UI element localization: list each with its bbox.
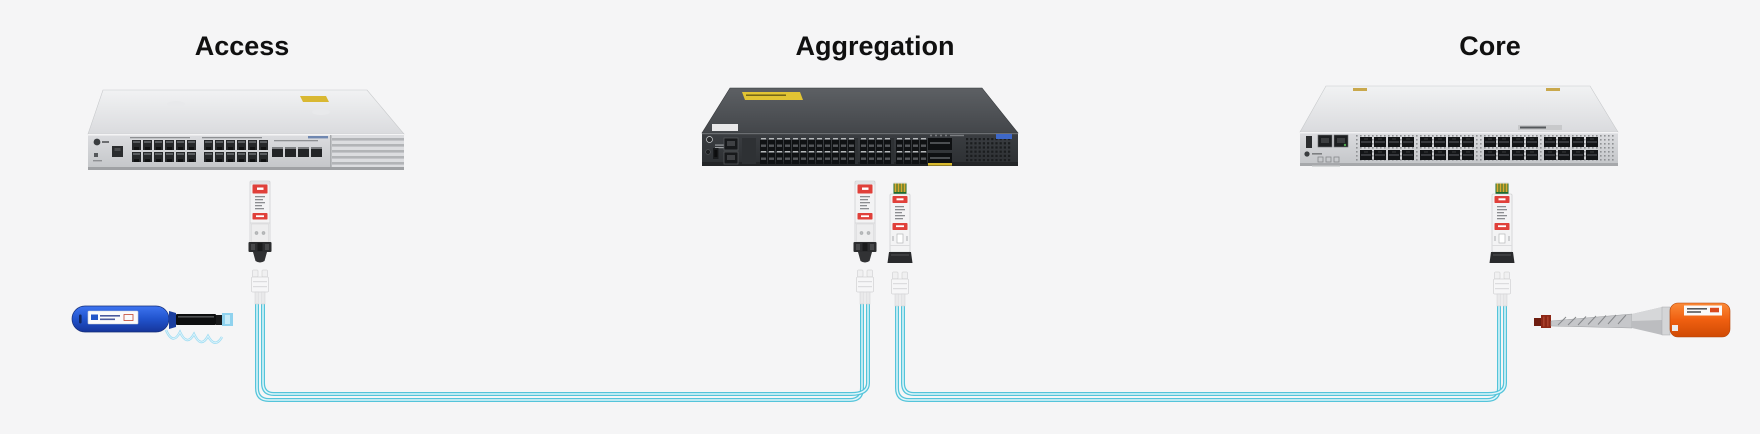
fs-logo <box>706 136 713 143</box>
fiber-cable-access-aggregation <box>255 300 870 402</box>
aggregation-layer-label: Aggregation <box>796 31 955 61</box>
core-layer-label: Core <box>1459 31 1521 61</box>
cleaner-orange-tip <box>1534 318 1541 326</box>
aggregation-sfp-ports <box>760 138 927 164</box>
console-port <box>112 146 123 157</box>
access-layer-label: Access <box>195 31 290 61</box>
usb-port <box>1306 136 1312 148</box>
aggregation-qsfp-ports <box>928 138 952 166</box>
lc-connector <box>891 271 909 307</box>
fiber-cable-aggregation-core <box>895 302 1507 402</box>
aggregation-switch-top-label <box>742 92 803 100</box>
access-model-text <box>308 136 328 139</box>
aggregation-transceiver-left <box>853 180 877 263</box>
core-mgmt-zone <box>1304 134 1349 167</box>
core-transceiver <box>1489 181 1515 264</box>
access-switch-vent-fins <box>330 135 404 167</box>
lc-connector <box>856 269 874 305</box>
core-switch <box>1299 85 1619 167</box>
fs-logo <box>93 138 101 146</box>
fs-logo <box>1304 151 1310 157</box>
lc-connector <box>251 269 269 305</box>
access-sfp-uplink-ports <box>272 140 322 157</box>
cleaner-blue-barrel <box>176 314 216 325</box>
access-transceiver <box>248 180 272 263</box>
access-switch-top-label <box>300 96 329 102</box>
fiber-cleaner-orange <box>1534 302 1731 338</box>
lc-connector <box>1493 271 1511 307</box>
core-model-text <box>1520 126 1546 129</box>
aggregation-barcode-label <box>712 124 738 131</box>
aggregation-led-row <box>930 134 964 137</box>
aggregation-model-badge <box>996 134 1012 139</box>
aggregation-transceiver-right <box>887 181 913 264</box>
cleaner-orange-label <box>1684 305 1722 316</box>
access-switch <box>87 89 405 170</box>
aggregation-vent-grid <box>966 138 1011 162</box>
aggregation-switch <box>701 87 1019 166</box>
fiber-cleaner-blue <box>71 305 233 344</box>
